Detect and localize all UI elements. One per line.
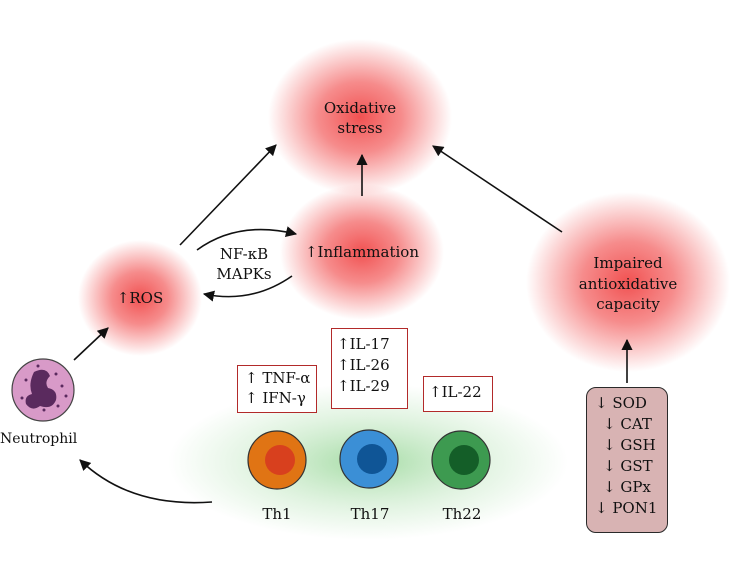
oxidative-stress-label: Oxidative stress — [310, 98, 410, 139]
arrow-ros-to-oxidative — [179, 144, 277, 246]
th17-cytokine-il26: ↑IL-26 — [337, 356, 390, 374]
th1-label: Th1 — [262, 505, 292, 523]
enzyme-gpx: ↓ GPx — [603, 478, 651, 496]
enzyme-pon1: ↓ PON1 — [595, 499, 658, 517]
oxidative-stress-line-2: stress — [337, 119, 383, 138]
th17-cytokine-box: ↑IL-17 ↑IL-26 ↑IL-29 — [331, 328, 408, 409]
impaired-line-1: Impaired — [593, 254, 663, 272]
impaired-capacity-label: Impaired antioxidative capacity — [568, 253, 688, 315]
th22-cytokine-box: ↑IL-22 — [423, 376, 493, 412]
impaired-line-2: antioxidative — [578, 274, 678, 293]
enzyme-gsh: ↓ GSH — [603, 436, 656, 454]
arrow-neutrophil-to-ros — [73, 327, 109, 361]
th22-label: Th22 — [442, 505, 482, 523]
arrow-pathway-to-inflammation — [196, 226, 298, 251]
arrow-inflammation-to-ros — [202, 275, 293, 302]
th22-cell — [431, 430, 491, 490]
ros-label: ↑ROS — [116, 289, 164, 307]
antioxidant-enzyme-box: ↓ SOD ↓ CAT ↓ GSH ↓ GST ↓ GPx ↓ PON1 — [586, 387, 668, 533]
enzyme-gst: ↓ GST — [603, 457, 653, 475]
inflammation-label: ↑Inflammation — [304, 243, 419, 261]
enzyme-cat: ↓ CAT — [603, 415, 652, 433]
pathway-mapks: MAPKs — [216, 265, 272, 284]
ros-glow — [78, 240, 202, 356]
th17-cytokine-il17: ↑IL-17 — [337, 335, 390, 353]
th17-cytokine-il29: ↑IL-29 — [337, 377, 390, 395]
pathway-nfkb: NF-κB — [219, 245, 269, 263]
th17-label: Th17 — [350, 505, 390, 523]
enzyme-sod: ↓ SOD — [595, 394, 647, 412]
th1-cytokine-box: ↑ TNF-α ↑ IFN-γ — [237, 365, 317, 413]
neutrophil-cell — [11, 358, 75, 422]
th22-cytokine-il22: ↑IL-22 — [429, 383, 482, 401]
impaired-line-3: capacity — [596, 295, 660, 314]
th1-cytokine-ifn: ↑ IFN-γ — [245, 388, 306, 407]
oxidative-stress-glow — [268, 39, 452, 195]
arrow-impaired-to-oxidative — [432, 145, 563, 233]
inflammation-glow — [280, 184, 444, 320]
arrow-tcells-to-neutrophil — [79, 459, 213, 504]
th1-cytokine-tnf: ↑ TNF-α — [245, 369, 311, 387]
th1-cell — [247, 430, 307, 490]
pathway-label: NF-κB MAPKs — [204, 244, 284, 285]
oxidative-stress-line-1: Oxidative — [323, 99, 397, 117]
th17-cell — [339, 429, 399, 489]
impaired-capacity-glow — [526, 192, 730, 372]
neutrophil-label: Neutrophil — [0, 431, 78, 447]
